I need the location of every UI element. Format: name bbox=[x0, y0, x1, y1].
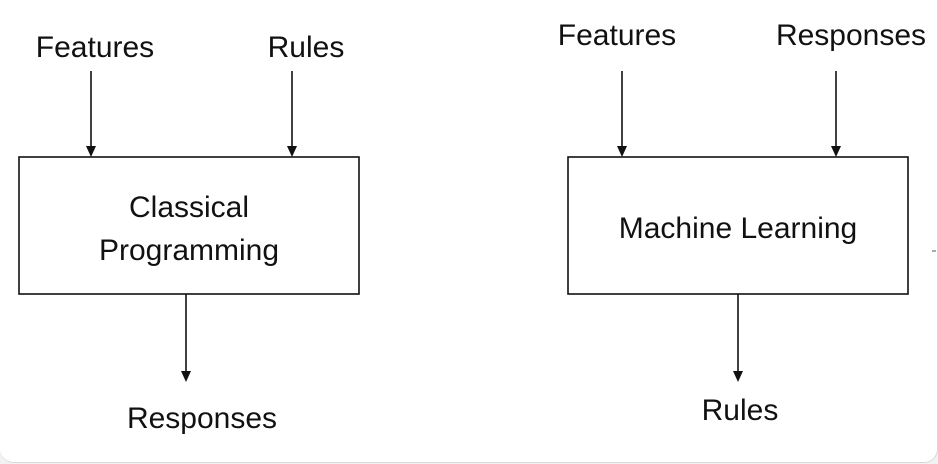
classical-input-rules-label: Rules bbox=[268, 31, 345, 64]
ml-output-arrowhead bbox=[733, 371, 743, 382]
ml-input-features-label: Features bbox=[558, 19, 676, 52]
classical-programming-group: Features Rules Classical Programming Res… bbox=[18, 31, 360, 435]
classical-input-features-label: Features bbox=[36, 31, 154, 64]
classical-rules-arrowhead bbox=[287, 146, 297, 157]
machine-learning-box bbox=[567, 156, 909, 295]
classical-output-responses-label: Responses bbox=[127, 402, 277, 435]
ml-features-arrowhead bbox=[617, 146, 627, 157]
ml-input-responses-label: Responses bbox=[776, 19, 926, 52]
ml-output-rules-label: Rules bbox=[702, 394, 779, 427]
ml-box-label: Machine Learning bbox=[619, 212, 858, 245]
classical-box-label-line2: Programming bbox=[99, 234, 279, 267]
classical-programming-box bbox=[18, 156, 360, 295]
classical-features-arrowhead bbox=[86, 146, 96, 157]
classical-output-arrowhead bbox=[181, 371, 191, 382]
ml-responses-arrowhead bbox=[831, 146, 841, 157]
machine-learning-group: Features Responses Machine Learning Rule… bbox=[558, 19, 926, 427]
classical-box-label-line1: Classical bbox=[129, 191, 249, 224]
